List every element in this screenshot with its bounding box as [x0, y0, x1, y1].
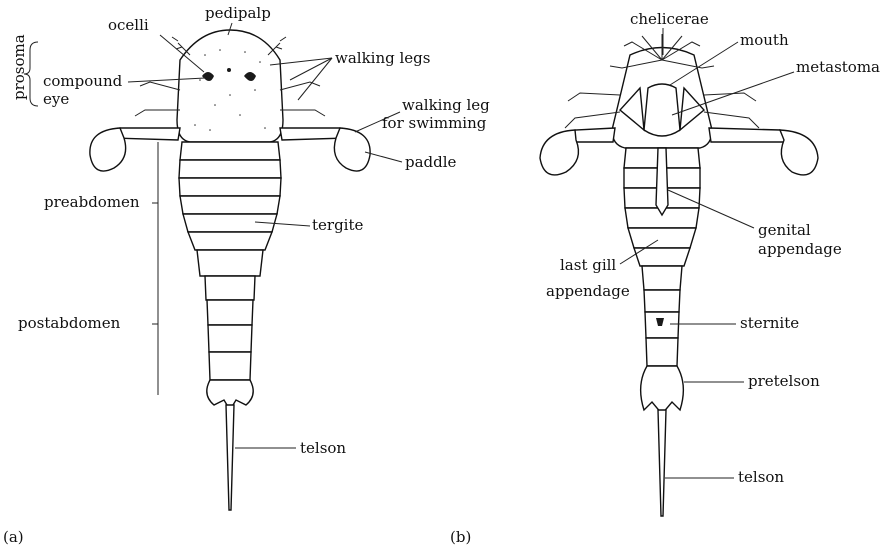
label-prosoma: prosoma — [10, 34, 28, 100]
label-genital: genital — [758, 221, 811, 239]
swim-leg-right-b — [709, 128, 786, 142]
walking-leg-left-2 — [135, 110, 180, 116]
walking-leg-right-1 — [280, 82, 320, 90]
ventral-post-segments — [641, 266, 684, 414]
label-pedipalp: pedipalp — [205, 4, 271, 22]
label-last-gill-appendage: appendage — [546, 282, 630, 300]
label-chelicerae: chelicerae — [630, 10, 709, 28]
label-pretelson: pretelson — [748, 372, 820, 390]
label-preabdomen: preabdomen — [44, 193, 140, 211]
swim-leg-left-b — [570, 128, 615, 142]
walking-leg-left-1 — [140, 82, 180, 90]
genital-appendage — [656, 148, 668, 215]
label-last-gill: last gill — [560, 256, 616, 274]
label-eye: eye — [43, 90, 69, 108]
label-compound: compound — [43, 72, 123, 90]
pedipalp-right — [268, 37, 286, 55]
metastoma-plate — [644, 84, 680, 136]
caption-b: (b) — [450, 528, 471, 546]
ocelli-mark — [227, 68, 231, 72]
panel-b — [540, 34, 818, 516]
label-sternite: sternite — [740, 314, 799, 332]
panel-a — [90, 30, 370, 510]
label-genital-appendage: appendage — [758, 240, 842, 258]
label-walking-legs: walking legs — [335, 49, 430, 67]
label-for-swimming: for swimming — [382, 114, 487, 132]
label-tergite: tergite — [312, 216, 364, 234]
label-mouth: mouth — [740, 31, 789, 49]
walking-leg-right-2 — [280, 110, 325, 116]
paddle-left-b — [540, 130, 578, 175]
postabdomen-segments — [197, 250, 263, 380]
prosoma-carapace — [177, 30, 283, 142]
label-ocelli: ocelli — [108, 16, 149, 34]
caption-a: (a) — [3, 528, 24, 546]
paddle-right — [334, 128, 370, 171]
telson-spine-b — [658, 410, 666, 516]
label-postabdomen: postabdomen — [18, 314, 121, 332]
telson-spine — [226, 405, 234, 510]
label-metastoma: metastoma — [796, 58, 880, 76]
preabdomen-segments — [179, 142, 281, 250]
label-telson-b: telson — [738, 468, 784, 486]
paddle-left — [90, 128, 126, 171]
label-paddle: paddle — [405, 153, 457, 171]
paddle-right-b — [780, 130, 818, 175]
label-telson-a: telson — [300, 439, 346, 457]
label-walking-leg: walking leg — [402, 96, 490, 114]
